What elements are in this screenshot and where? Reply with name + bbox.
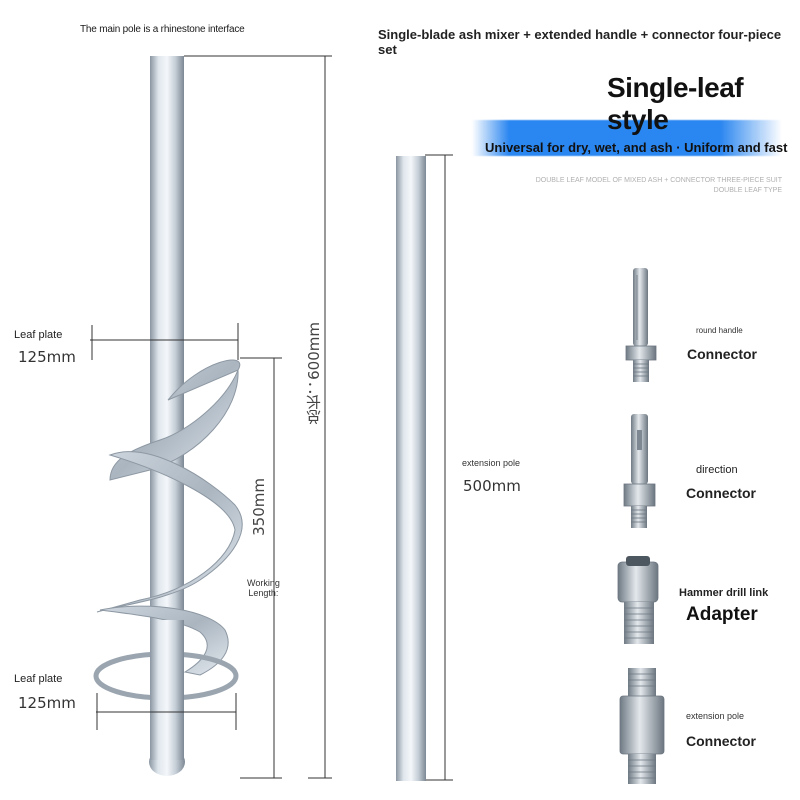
main-pole-note: The main pole is a rhinestone interface (80, 24, 245, 35)
faint-line-2: DOUBLE LEAF TYPE (713, 187, 782, 194)
part-1-name: Connector (687, 346, 757, 362)
leaf-plate-bottom-value: 125mm (18, 694, 76, 712)
total-length: 总长：600mm (305, 322, 323, 425)
title-banner (472, 120, 782, 156)
set-title: Single-blade ash mixer + extended handle… (378, 27, 782, 57)
working-length-label-2: Length: (248, 588, 279, 598)
part-extension-pole-connector (619, 668, 665, 784)
faint-caption: DOUBLE LEAF MODEL OF MIXED ASH + CONNECT… (520, 176, 782, 196)
extension-pole (396, 156, 426, 781)
working-length-label-1: Working (247, 578, 280, 588)
part-2-name: Connector (686, 485, 756, 501)
faint-line-1: DOUBLE LEAF MODEL OF MIXED ASH + CONNECT… (535, 177, 782, 184)
spiral-blade (96, 359, 243, 676)
part-round-handle-connector (625, 268, 657, 382)
part-hammer-drill-adapter (617, 556, 659, 644)
dimension-lines (90, 55, 453, 781)
leaf-plate-top-label: Leaf plate (14, 329, 63, 341)
working-length-value: 350mm (250, 478, 268, 536)
part-4-small: extension pole (686, 711, 745, 721)
part-1-small: round handle (696, 326, 743, 335)
extension-pole-value: 500mm (463, 477, 521, 495)
part-direction-connector (623, 414, 656, 528)
extension-pole-label: extension pole (462, 458, 521, 468)
part-4-name: Connector (686, 733, 756, 749)
mixer-pole-lower (150, 620, 184, 760)
working-length-label: Working Length: (247, 578, 280, 598)
leaf-plate-top-value: 125mm (18, 348, 76, 366)
part-3-name: Adapter (686, 604, 758, 625)
part-2-small: direction (696, 464, 738, 476)
leaf-plate-bottom-label: Leaf plate (14, 673, 63, 685)
part-3-small: Hammer drill link (679, 587, 769, 599)
slogan: Universal for dry, wet, and ash · Unifor… (485, 140, 788, 155)
style-title: Single-leaf style (607, 72, 744, 135)
